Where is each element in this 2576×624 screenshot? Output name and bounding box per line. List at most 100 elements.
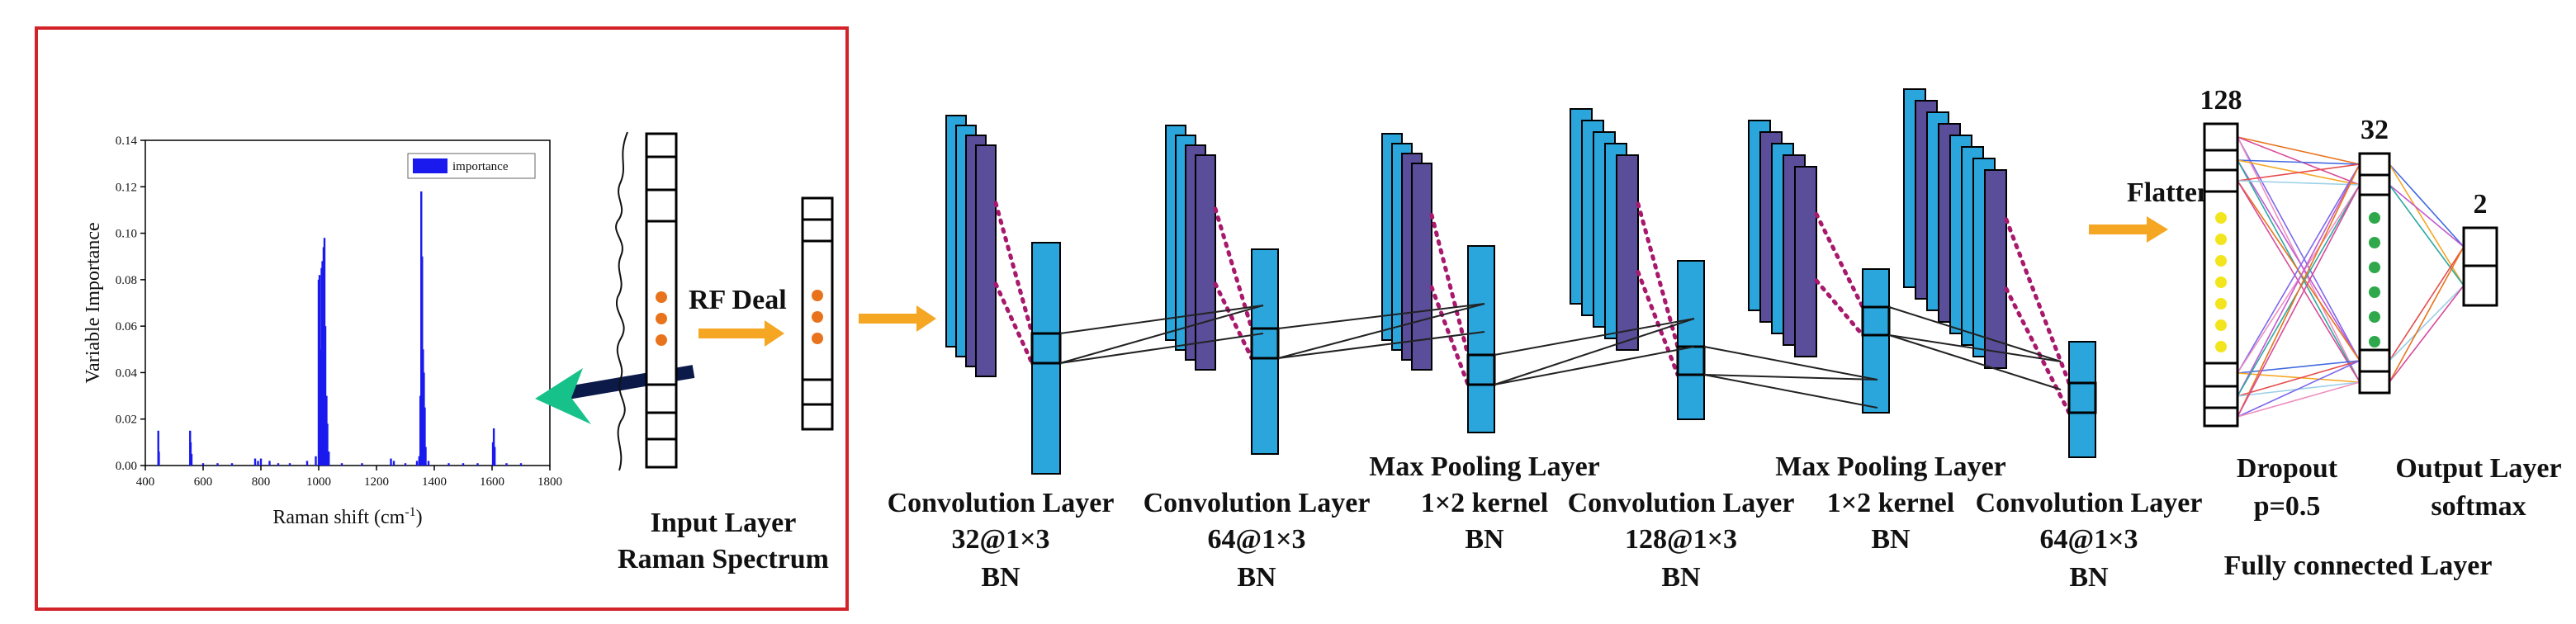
connector-line — [1059, 333, 1264, 364]
input-column — [645, 132, 678, 469]
neuron-dot — [2215, 298, 2227, 310]
importance-bar — [257, 461, 259, 466]
output-column — [2462, 226, 2498, 307]
fc-edge — [2389, 285, 2465, 362]
fc-edge — [2237, 163, 2361, 374]
kernel-window — [2067, 381, 2097, 414]
importance-bar — [519, 463, 523, 466]
selected-feature-column — [801, 196, 834, 431]
svg-text:p=0.5: p=0.5 — [2254, 491, 2321, 522]
kernel-dots — [1814, 278, 1865, 338]
x-tick-label: 400 — [136, 475, 155, 489]
fc-edge — [2237, 360, 2361, 418]
svg-text:Output Layer: Output Layer — [2395, 453, 2561, 484]
output-column — [1251, 248, 1279, 455]
fc-32-column — [2358, 152, 2391, 395]
importance-bar — [277, 463, 280, 466]
svg-text:64@1×3: 64@1×3 — [1208, 524, 1306, 555]
fc-edge — [2237, 163, 2361, 418]
feature-map — [1794, 166, 1817, 357]
conv3-label: Convolution Layer 128@1×3 BN — [1568, 488, 1795, 593]
block-connectors — [1059, 303, 2062, 409]
fc-edge — [2389, 246, 2465, 362]
importance-bar — [288, 463, 291, 466]
svg-text:Convolution Layer: Convolution Layer — [1976, 488, 2203, 518]
y-tick-label: 0.06 — [116, 320, 138, 333]
connector-line — [1888, 306, 2062, 362]
neuron-dot — [2369, 311, 2380, 323]
y-tick-label: 0.02 — [116, 414, 137, 427]
kernel-dots — [1429, 213, 1470, 357]
connector-line — [1703, 374, 1878, 409]
svg-text:BN: BN — [1465, 524, 1504, 555]
neuron-dot — [2369, 212, 2380, 224]
dropout-label: Dropout p=0.5 — [2237, 453, 2338, 522]
y-tick-label: 0.04 — [116, 366, 138, 380]
importance-bar — [340, 463, 343, 466]
svg-text:Convolution Layer: Convolution Layer — [1144, 488, 1371, 518]
x-tick-label: 1400 — [422, 475, 447, 489]
y-axis-ticks: 0.000.020.040.060.080.100.120.14 — [116, 135, 145, 473]
feature-map — [975, 144, 997, 377]
importance-bar — [157, 430, 159, 466]
fc-edge — [2237, 180, 2361, 362]
svg-text:softmax: softmax — [2431, 491, 2526, 522]
x-tick-label: 1600 — [480, 475, 504, 489]
x-tick-label: 800 — [252, 475, 271, 489]
fc-edge — [2237, 136, 2361, 165]
fc-edge — [2389, 285, 2465, 383]
kernel-dots — [1636, 201, 1680, 349]
pool2-label: Max Pooling Layer 1×2 kernel BN — [1775, 451, 2006, 555]
kernel-dots — [1814, 212, 1865, 310]
feature-map — [1616, 154, 1639, 351]
svg-text:BN: BN — [1661, 562, 1701, 593]
raman-spectrum-curve — [615, 131, 628, 471]
importance-bar — [392, 461, 395, 466]
kernel-dots — [1213, 281, 1254, 361]
importance-bar — [415, 461, 419, 466]
neuron-dot — [2215, 234, 2227, 245]
kernel-dots — [993, 281, 1035, 366]
importance-bar — [418, 456, 420, 466]
svg-text:BN: BN — [2069, 562, 2109, 593]
flatten-arrow — [2089, 216, 2168, 243]
chart-frame — [35, 26, 849, 611]
output-column — [1862, 268, 1890, 414]
kernel-window — [1861, 305, 1891, 337]
importance-bar — [259, 458, 263, 466]
input-layer-label: Input Layer — [651, 508, 797, 538]
importance-bar — [321, 261, 324, 466]
x-tick-label: 1200 — [364, 475, 389, 489]
conv1-stack — [945, 115, 1062, 475]
importance-bar — [476, 463, 479, 466]
connector-line — [1703, 346, 1878, 381]
y-tick-label: 0.14 — [116, 135, 138, 148]
plot-area — [144, 139, 551, 466]
importance-bar — [326, 423, 329, 466]
output-column — [2068, 341, 2096, 458]
feature-map — [1411, 163, 1432, 371]
importance-bar — [447, 463, 450, 466]
neuron-dot — [2369, 336, 2380, 347]
fc-edge — [2389, 246, 2465, 383]
svg-text:128@1×3: 128@1×3 — [1625, 524, 1737, 555]
connector-line — [1277, 303, 1485, 359]
fully-connected-label: Fully connected Layer — [2224, 551, 2493, 581]
x-tick-label: 1000 — [306, 475, 331, 489]
n32-label: 32 — [2361, 115, 2389, 145]
kernel-dots — [1636, 270, 1680, 377]
fc-edge — [2237, 360, 2361, 397]
neuron-dot — [2215, 277, 2227, 288]
svg-text:64@1×3: 64@1×3 — [2040, 524, 2138, 555]
neuron-dot — [2215, 319, 2227, 331]
y-tick-label: 0.12 — [116, 181, 137, 194]
pool1-stack — [1381, 133, 1496, 433]
connector-line — [1494, 346, 1695, 385]
svg-text:32@1×3: 32@1×3 — [952, 524, 1050, 555]
conv1-label: Convolution Layer 32@1×3 BN — [888, 488, 1115, 593]
fc-edge — [2237, 136, 2361, 362]
importance-bar — [361, 463, 363, 466]
importance-bar — [268, 461, 271, 466]
